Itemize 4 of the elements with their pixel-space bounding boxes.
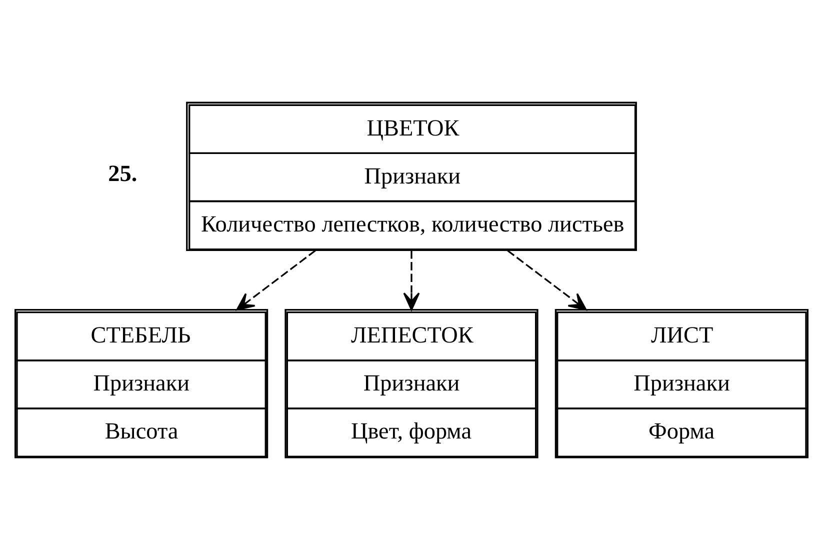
arrow: [236, 250, 316, 311]
arrow: [507, 250, 587, 311]
arrow: [403, 250, 420, 311]
label: 25.: [108, 160, 138, 187]
